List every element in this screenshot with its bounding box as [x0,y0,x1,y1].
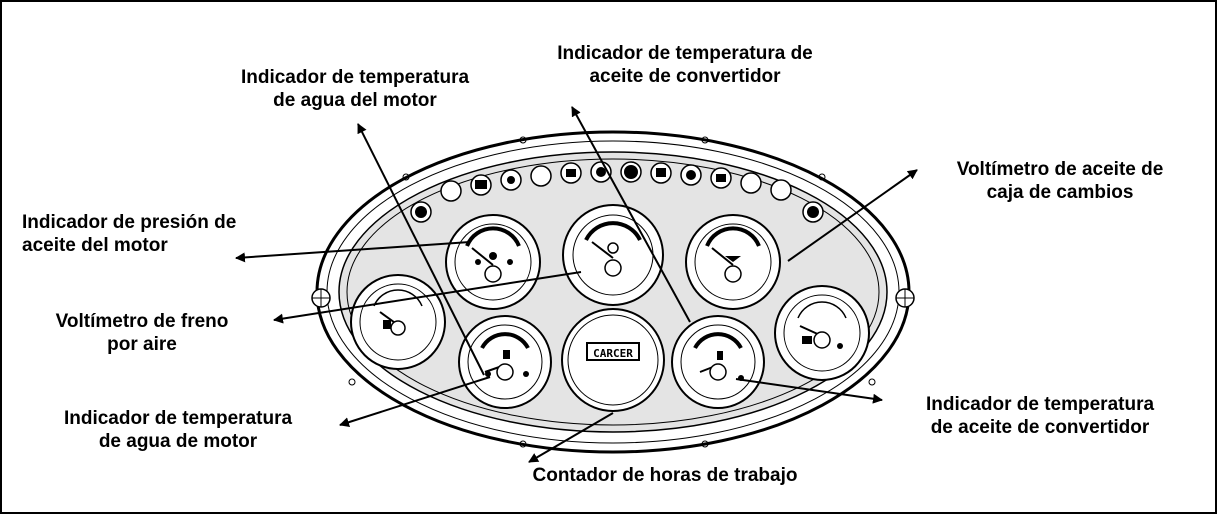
label-line: Indicador de temperatura [63,408,293,429]
arrow-water-temp-top [357,123,485,376]
arrow-converter-oil-bottom [735,378,883,404]
label-line: de agua de motor [98,431,258,452]
gauge-engine-oil-pressure [445,214,541,310]
label-engine-oil-pressure: Indicador de presión de aceite del motor [22,211,322,257]
label-converter-oil-temp-top: Indicador de temperatura de aceite de co… [485,42,885,88]
gauge-water-temperature [458,315,552,409]
label-line: de agua del motor [273,90,437,111]
gauge-air-brake-voltmeter [562,204,664,306]
hour-meter-dial: CARCER [561,308,665,412]
arrow-water-temp-bottom [339,376,491,428]
gauge-gearbox-oil-voltmeter [685,214,781,310]
label-line: aceite de convertidor [589,66,781,87]
hour-meter-brand: CARCER [593,347,633,360]
leader-arrows [235,106,918,463]
label-gearbox-oil-voltmeter: Voltímetro de aceite de caja de cambios [910,158,1210,204]
label-line: por aire [107,334,177,355]
arrow-gearbox-oil [787,169,918,262]
label-water-temp-bottom: Indicador de temperatura de agua de moto… [8,407,348,453]
gauge-converter-oil-temperature [671,315,765,409]
label-converter-oil-temp-bottom: Indicador de temperatura de aceite de co… [880,393,1200,439]
label-line: caja de cambios [986,182,1134,203]
label-line: Indicador de temperatura de [557,43,813,64]
label-line: Indicador de temperatura [240,67,470,88]
arrow-engine-oil-pressure [235,241,471,263]
label-air-brake-voltmeter: Voltímetro de freno por aire [10,310,274,356]
label-line: aceite del motor [22,235,168,256]
label-line: de aceite de convertidor [930,417,1150,438]
label-line: Indicador de temperatura [925,394,1155,415]
gauge-left-outer [350,274,446,370]
arrow-hour-meter [528,412,614,463]
arrow-converter-oil-top [571,106,691,323]
label-line: Indicador de presión de [22,212,237,233]
warning-lamps-row [410,161,824,223]
label-line: Voltímetro de freno [55,311,229,332]
label-hour-meter: Contador de horas de trabajo [460,464,870,487]
arrow-air-brake [273,271,582,324]
label-water-temp-top: Indicador de temperatura de agua del mot… [180,66,530,112]
label-line: Contador de horas de trabajo [532,465,798,486]
label-line: Voltímetro de aceite de [956,159,1164,180]
gauge-right-outer [774,285,870,381]
